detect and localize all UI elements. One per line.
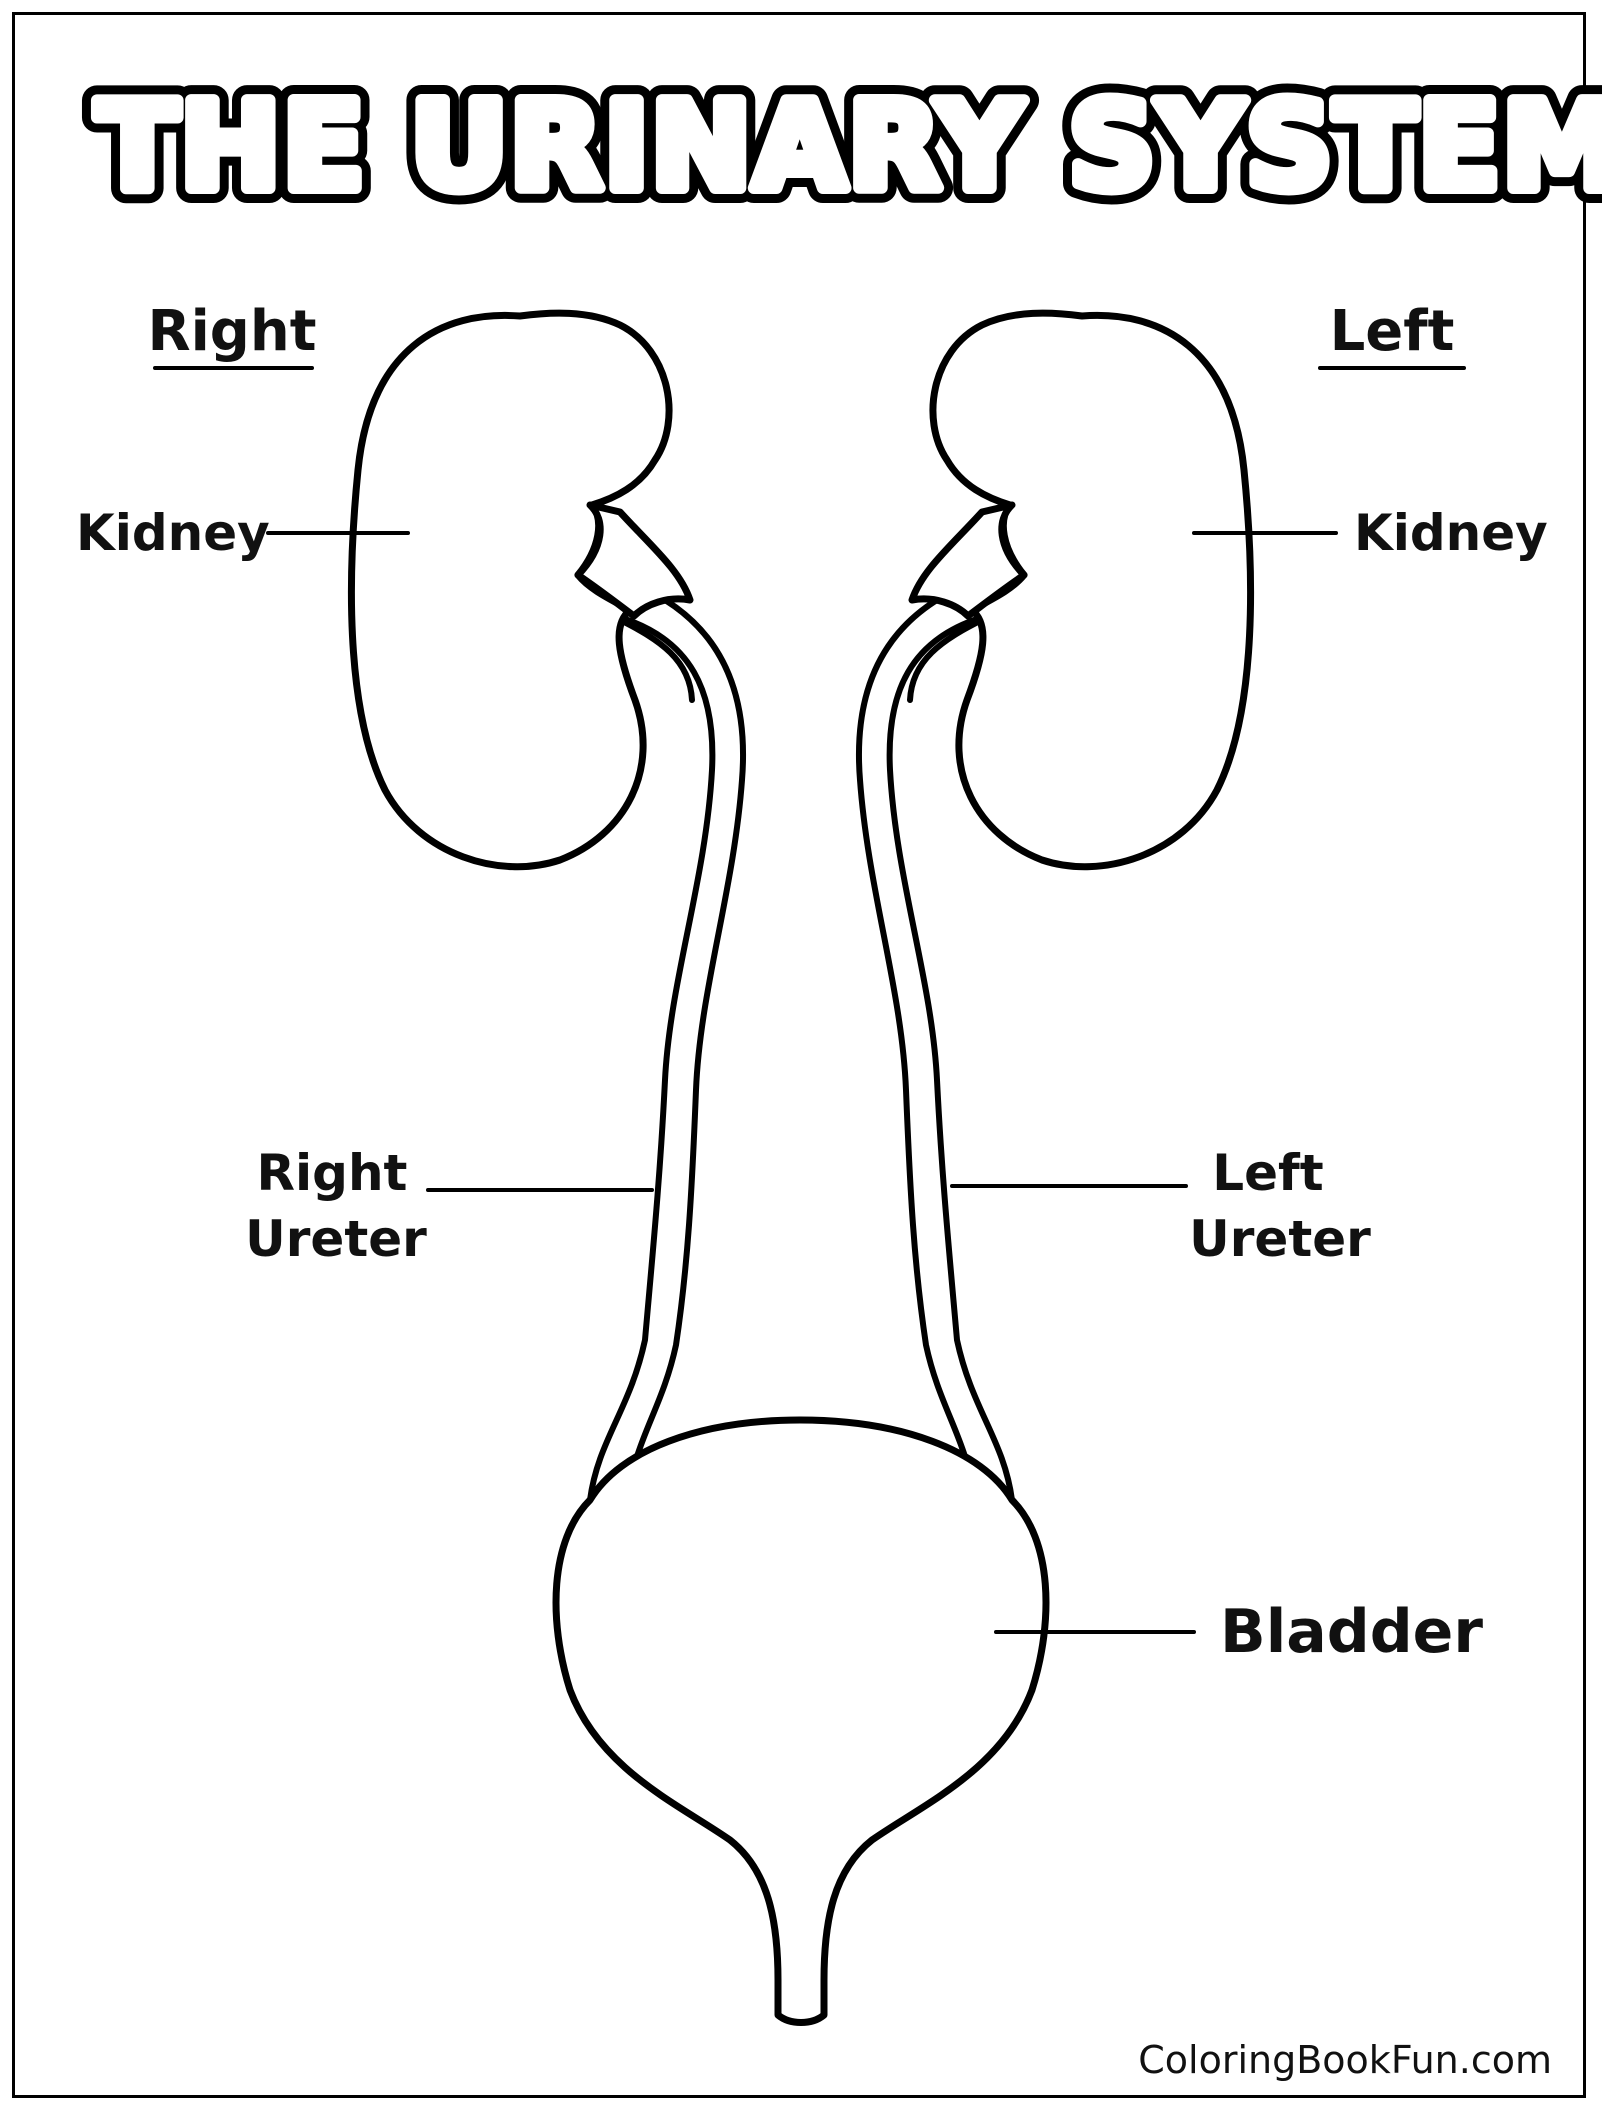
right-renal-pelvis <box>574 501 694 620</box>
right-ureter-label-line1: Right <box>257 1144 408 1202</box>
side-heading-right-text: Right <box>147 299 316 364</box>
right-kidney <box>347 309 694 871</box>
bladder-label: Bladder <box>1220 1597 1483 1667</box>
left-kidney <box>908 309 1255 871</box>
side-heading-left: Left <box>1318 299 1466 370</box>
left-kidney-outline <box>929 309 1255 871</box>
right-ureter-pelvis-curve <box>617 617 695 703</box>
left-ureter-label-line1: Left <box>1212 1144 1323 1202</box>
side-heading-right: Right <box>147 299 317 370</box>
right-ureter-label-line2: Ureter <box>245 1210 427 1268</box>
left-ureter-outer-wall <box>886 615 1015 1503</box>
side-heading-left-text: Left <box>1330 299 1455 364</box>
left-ureter-label-line2: Ureter <box>1189 1210 1371 1268</box>
right-ureter-inner-wall <box>615 575 746 1503</box>
title-outline: THE URINARY SYSTEM <box>96 78 1602 217</box>
left-ureter-pelvis-curve <box>907 617 985 703</box>
left-kidney-label: Kidney <box>1354 504 1548 562</box>
right-ureter <box>587 575 746 1503</box>
left-renal-pelvis <box>908 501 1028 620</box>
left-ureter <box>856 575 1015 1503</box>
right-kidney-outline <box>347 309 673 871</box>
right-kidney-label: Kidney <box>76 504 270 562</box>
bladder-outline <box>552 1416 1050 2026</box>
site-credit: ColoringBookFun.com <box>1138 2038 1552 2082</box>
bladder <box>552 1416 1050 2026</box>
right-ureter-outer-wall <box>587 615 716 1503</box>
left-ureter-inner-wall <box>856 575 987 1503</box>
page-title: THE URINARY SYSTEM THE URINARY SYSTEM <box>81 63 1602 232</box>
title-fill: THE URINARY SYSTEM <box>96 78 1602 217</box>
page-border <box>12 12 1586 2098</box>
